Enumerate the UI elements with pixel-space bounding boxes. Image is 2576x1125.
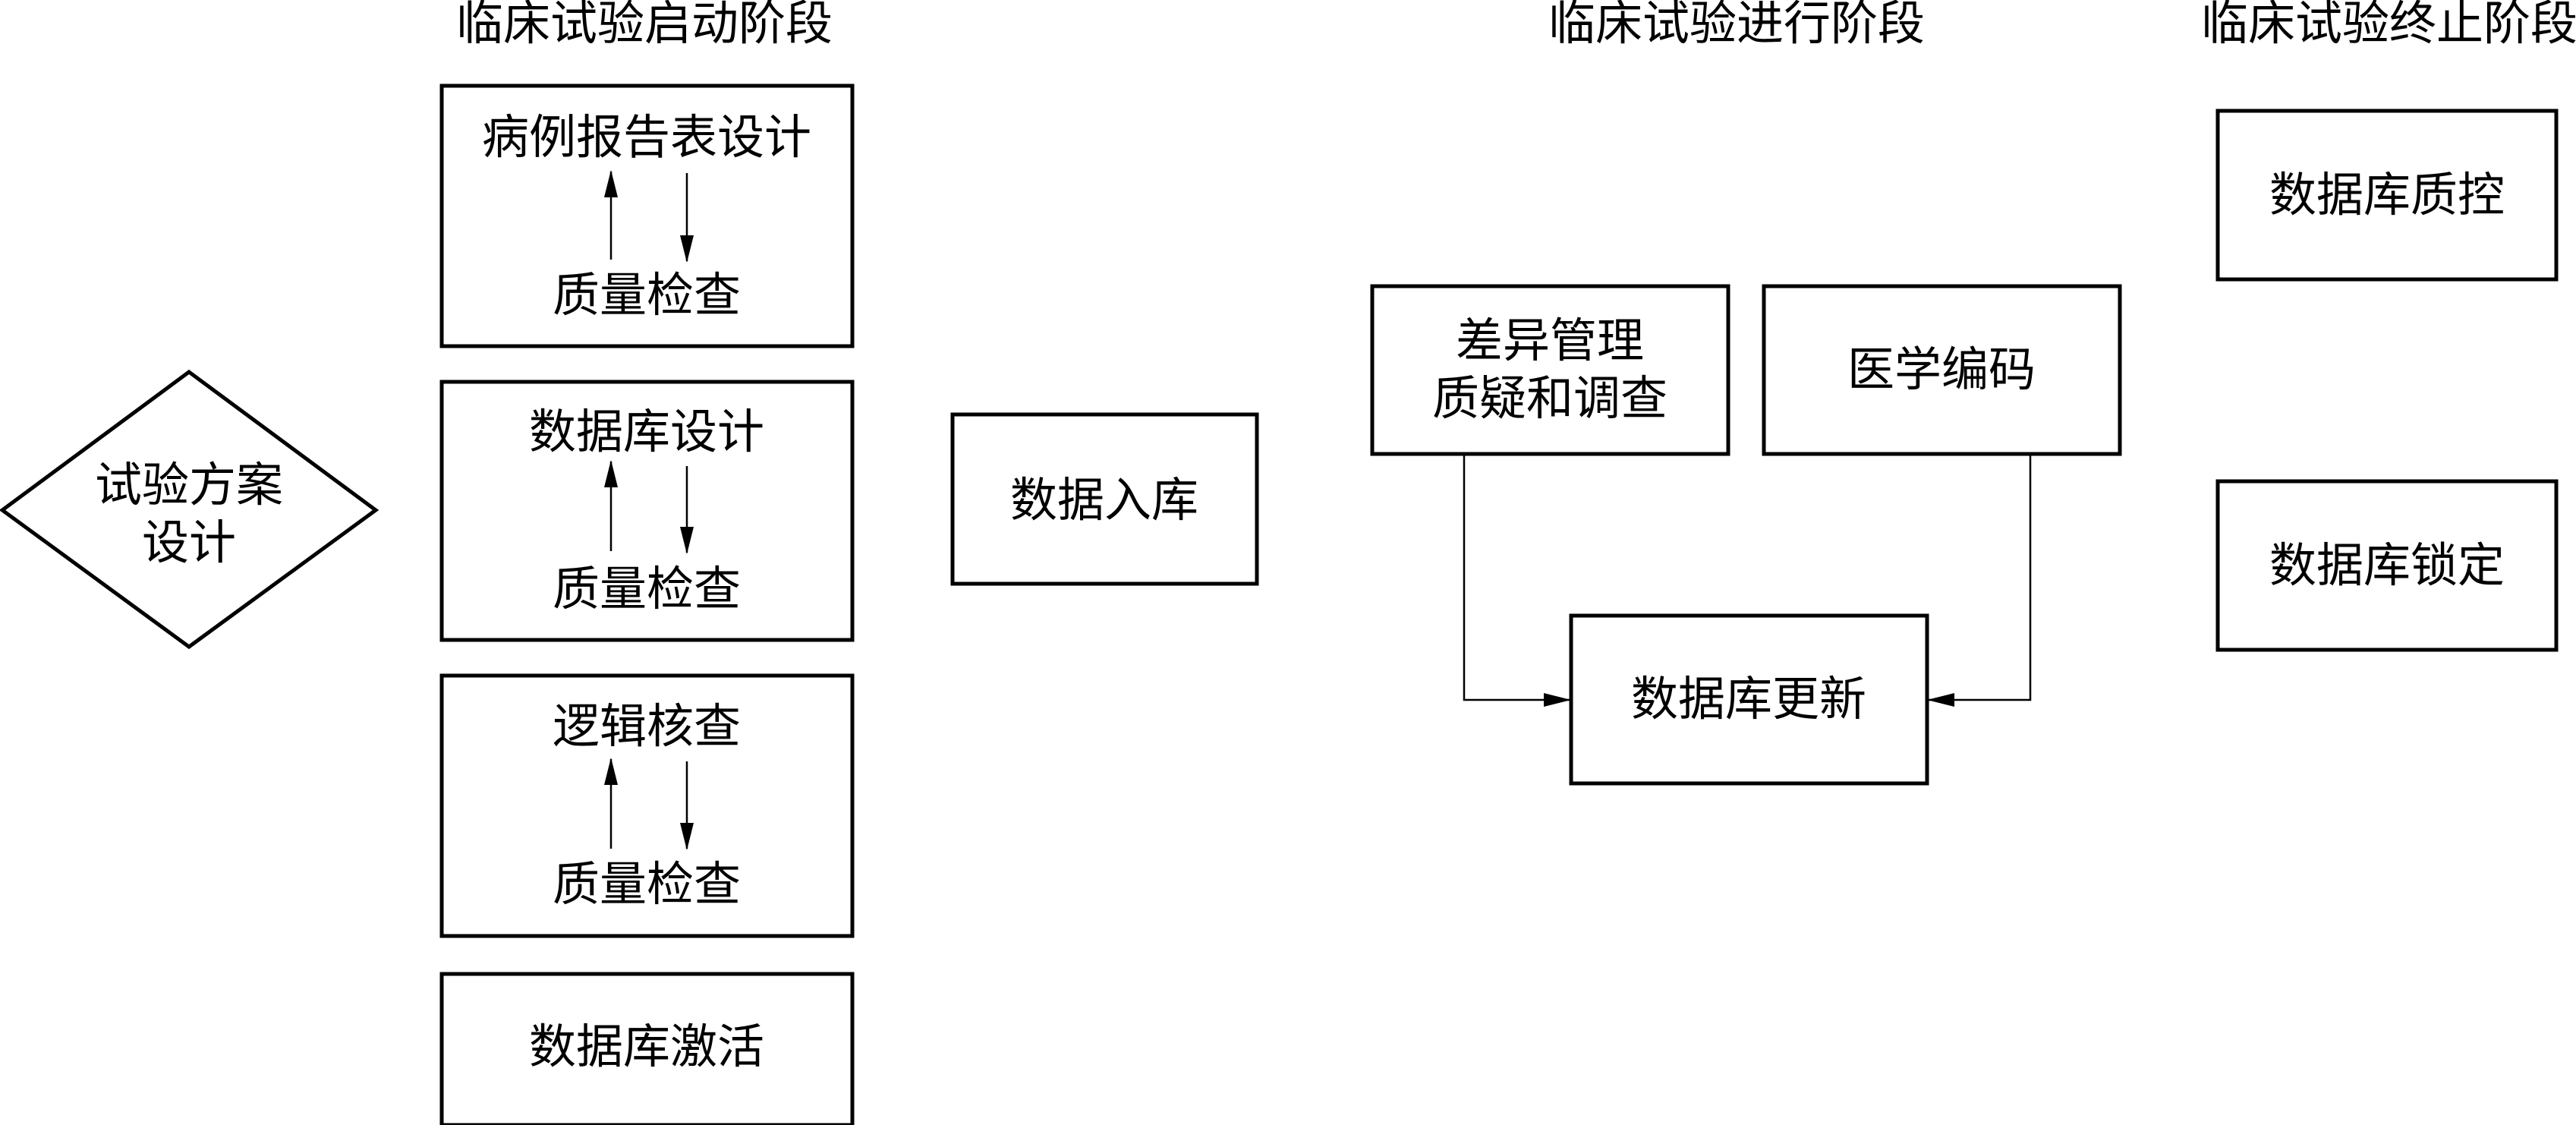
database-update-box [1569, 613, 1929, 786]
database-activation-label: 数据库激活 [529, 1019, 764, 1074]
discrepancy-management-label-line1: 差异管理 [1456, 313, 1644, 368]
protocol-design-diamond [0, 369, 379, 650]
protocol-design-label-line2: 设计 [142, 515, 236, 570]
crf-design-label: 病例报告表设计 [482, 109, 811, 165]
quality-check-label-1: 质量检查 [553, 267, 741, 323]
logic-check-box [439, 673, 855, 938]
quality-check-label-2: 质量检查 [553, 561, 741, 616]
medical-coding-label: 医学编码 [1847, 342, 2036, 397]
data-entry-box [950, 412, 1259, 586]
database-lock-label: 数据库锁定 [2269, 537, 2505, 593]
stage-ongoing-heading: 临床试验进行阶段 [1548, 0, 1925, 51]
database-design-box [439, 380, 855, 642]
stage-startup-heading: 临床试验启动阶段 [456, 0, 833, 51]
crf-design-box [439, 84, 855, 348]
discrepancy-management-label-line2: 质疑和调查 [1432, 370, 1667, 426]
database-design-label: 数据库设计 [529, 404, 764, 459]
database-qc-label: 数据库质控 [2269, 167, 2505, 222]
stage-closing-heading: 临床试验终止阶段 [2201, 0, 2576, 51]
discrepancy-management-box [1370, 284, 1730, 456]
database-lock-box [2215, 479, 2559, 652]
database-qc-box [2215, 109, 2559, 282]
database-update-label: 数据库更新 [1631, 671, 1866, 726]
medical-coding-box [1762, 284, 2122, 456]
discrepancy-to-update-connector [1463, 455, 1571, 707]
quality-check-label-3: 质量检查 [553, 856, 741, 912]
database-activation-box [439, 972, 855, 1125]
logic-check-label: 逻辑核查 [553, 698, 741, 754]
protocol-design-label-line1: 试验方案 [95, 457, 283, 512]
data-entry-label: 数据入库 [1010, 472, 1198, 528]
coding-to-update-connector [1927, 455, 2032, 707]
